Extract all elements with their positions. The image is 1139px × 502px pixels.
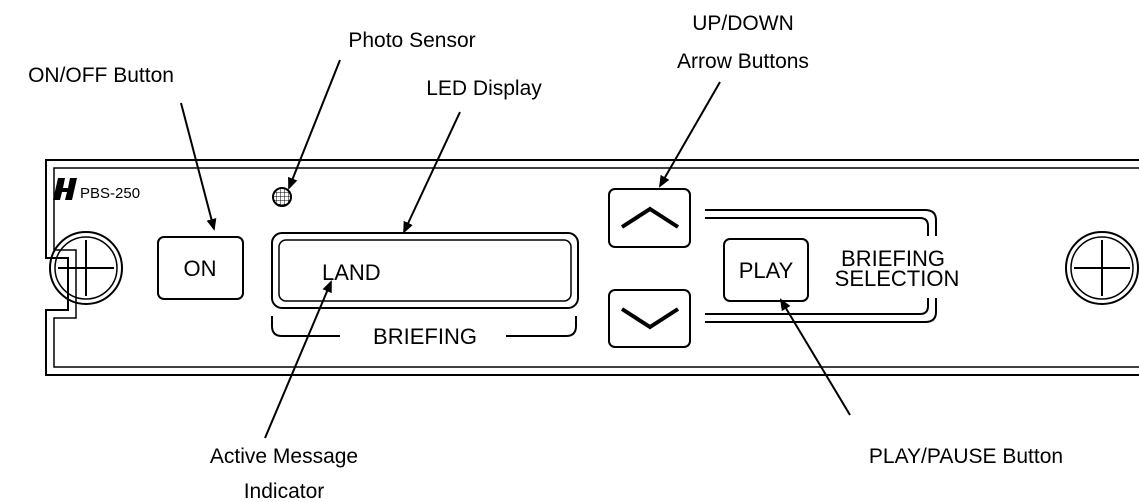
model-label: PBS-250 — [80, 185, 140, 202]
selection-bracket — [705, 209, 937, 323]
selection-label-line2: SELECTION — [835, 266, 960, 291]
h-logo-icon — [53, 178, 77, 200]
screw-head-icon — [49, 231, 123, 305]
callout-photo-sensor: Photo Sensor — [348, 29, 475, 52]
callout-active-line1: Active Message — [210, 445, 358, 468]
leader-lines — [180, 59, 851, 439]
callout-updown-line1: UP/DOWN — [692, 12, 794, 35]
play-button-label: PLAY — [739, 258, 794, 283]
chevron-down-icon — [620, 307, 680, 330]
chevron-up-icon — [620, 206, 680, 229]
up-arrow-button[interactable] — [608, 188, 691, 248]
display-caption: BRIEFING — [373, 324, 477, 349]
callout-updown-line2: Arrow Buttons — [677, 50, 809, 73]
display-message: LAND — [322, 260, 381, 285]
briefing-bracket — [271, 316, 577, 337]
callout-active-line2: Indicator — [244, 480, 325, 502]
led-display: LAND — [271, 232, 579, 309]
on-button-label: ON — [184, 256, 217, 281]
screw-head-icon — [1065, 231, 1139, 305]
selection-label-line1: BRIEFING — [841, 246, 945, 271]
callout-play-pause: PLAY/PAUSE Button — [869, 445, 1063, 468]
leader-play-pause — [779, 298, 851, 416]
photo-sensor — [272, 187, 292, 207]
callout-led-display: LED Display — [426, 77, 542, 100]
on-button[interactable]: ON — [157, 236, 244, 300]
leader-updown — [659, 81, 721, 188]
leader-led-display — [403, 111, 461, 234]
down-arrow-button[interactable] — [608, 289, 691, 348]
callout-on-off-button: ON/OFF Button — [28, 64, 174, 87]
play-button[interactable]: PLAY — [723, 238, 809, 302]
leader-active-message — [264, 280, 332, 439]
panel-outline — [45, 159, 1139, 376]
leader-photo-sensor — [288, 59, 341, 190]
leader-on-off — [180, 102, 217, 231]
